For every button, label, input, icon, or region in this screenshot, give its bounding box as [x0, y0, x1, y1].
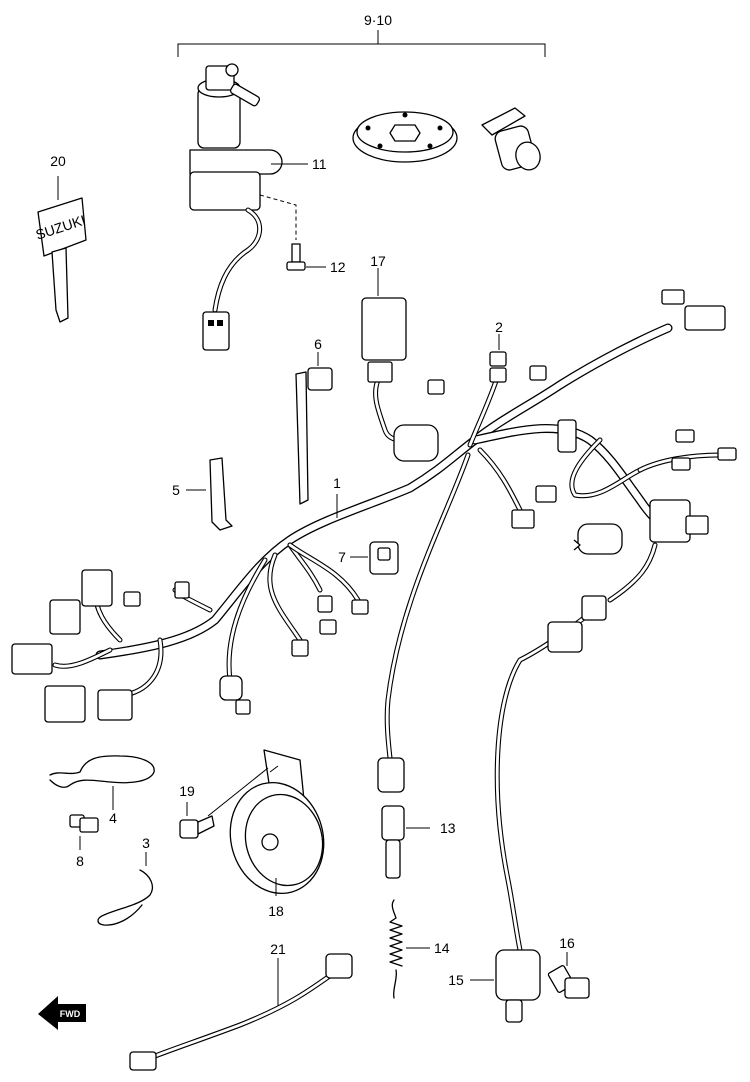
- label-18: 18: [268, 903, 284, 919]
- label-21: 21: [270, 941, 286, 957]
- label-5: 5: [172, 482, 180, 498]
- label-20: 20: [50, 153, 66, 169]
- side-stand-switch-15: [470, 595, 607, 1023]
- label-15: 15: [448, 972, 464, 988]
- horn-18: [207, 749, 325, 896]
- spring-14: [389, 899, 430, 999]
- label-1: 1: [333, 475, 341, 491]
- bolt-16: [547, 952, 590, 999]
- label-19: 19: [179, 783, 195, 799]
- label-2: 2: [495, 319, 503, 335]
- ignition-key: SUZUKI: [34, 176, 87, 323]
- set-bracket: 9·10: [177, 12, 546, 57]
- label-13: 13: [440, 820, 456, 836]
- main-wiring-harness: [52, 323, 723, 698]
- label-9-10: 9·10: [364, 12, 392, 28]
- clamp-7: [350, 541, 399, 575]
- bolt-8: [69, 814, 99, 850]
- label-3: 3: [142, 835, 150, 851]
- harness-connectors: [11, 289, 737, 723]
- label-14: 14: [434, 940, 450, 956]
- relay-17: [361, 268, 407, 383]
- label-6: 6: [314, 336, 322, 352]
- callout-labels: 11 12 20 17 2 6 5 1 7 19 4 8 3 13 18 14 …: [50, 153, 575, 988]
- ignition-switch: [189, 63, 308, 351]
- fuel-cap-lock: [352, 111, 458, 163]
- fwd-arrow: FWD: [38, 996, 86, 1030]
- seat-lock: [481, 107, 541, 171]
- brake-switch-13: [377, 452, 471, 879]
- clamp-6: [295, 352, 333, 505]
- fwd-text: FWD: [60, 1009, 81, 1019]
- clip-3: [97, 852, 154, 926]
- label-17: 17: [370, 253, 386, 269]
- label-4: 4: [109, 810, 117, 826]
- label-12: 12: [330, 259, 346, 275]
- label-11: 11: [312, 156, 327, 172]
- bolt-19: [179, 802, 215, 839]
- label-7: 7: [338, 549, 346, 565]
- label-8: 8: [76, 853, 84, 869]
- clamp-4: [49, 755, 155, 810]
- lead-wire-21: [129, 953, 353, 1071]
- label-16: 16: [559, 935, 575, 951]
- bracket-5: [186, 457, 233, 531]
- screw-12: [286, 243, 326, 271]
